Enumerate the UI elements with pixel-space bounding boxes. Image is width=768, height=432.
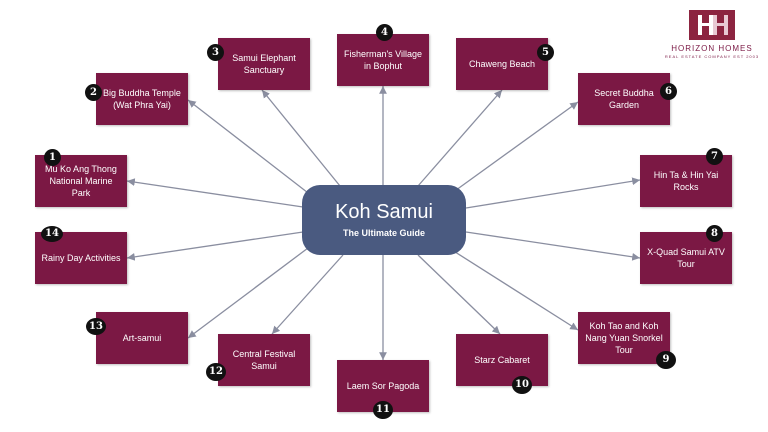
arrow-to-node-1 <box>126 178 304 208</box>
node-4: Fisherman's Village in Bophut <box>337 34 429 86</box>
node-label: Central Festival Samui <box>232 349 296 371</box>
node-label: Secret Buddha Garden <box>594 88 654 110</box>
node-12: Central Festival Samui <box>218 334 310 386</box>
arrow-to-node-10 <box>417 254 501 335</box>
node-6: Secret Buddha Garden <box>578 73 670 125</box>
node-label: Samui Elephant Sanctuary <box>232 53 296 75</box>
node-label: Laem Sor Pagoda <box>346 381 420 391</box>
horizon-homes-logo: HORIZON HOMES REAL ESTATE COMPANY EST 20… <box>664 10 760 70</box>
arrow-to-node-7 <box>465 177 641 209</box>
logo-mark-icon <box>689 10 735 40</box>
arrow-to-node-2 <box>187 99 313 197</box>
node-3: Samui Elephant Sanctuary <box>218 38 310 90</box>
arrow-to-node-8 <box>465 231 641 261</box>
node-10: Starz Cabaret <box>456 334 548 386</box>
node-label: Hin Ta & Hin Yai Rocks <box>653 170 719 192</box>
logo-tagline-text: REAL ESTATE COMPANY <box>664 54 732 59</box>
badge-10: 10 <box>512 376 532 394</box>
arrow-to-node-9 <box>451 249 579 331</box>
arrow-to-node-12 <box>271 254 344 335</box>
badge-4: 4 <box>376 24 393 41</box>
logo-est-text: EST 2003 <box>733 54 760 59</box>
badge-11: 11 <box>373 401 393 419</box>
node-label: Chaweng Beach <box>468 59 536 69</box>
node-label: Art-samui <box>122 333 162 343</box>
node-1: Mu Ko Ang Thong National Marine Park <box>35 155 127 207</box>
node-label: X-Quad Samui ATV Tour <box>647 247 725 269</box>
arrow-to-node-5 <box>417 89 503 187</box>
badge-7: 7 <box>706 148 723 165</box>
center-title: Koh Samui <box>335 201 433 223</box>
node-2: Big Buddha Temple (Wat Phra Yai) <box>96 73 188 125</box>
node-label: Mu Ko Ang Thong National Marine Park <box>45 164 117 198</box>
badge-8: 8 <box>706 225 723 242</box>
badge-13: 13 <box>86 318 106 335</box>
node-label: Starz Cabaret <box>474 355 530 365</box>
node-label: Koh Tao and Koh Nang Yuan Snorkel Tour <box>585 321 663 355</box>
badge-3: 3 <box>207 44 224 61</box>
node-label: Fisherman's Village in Bophut <box>343 49 423 71</box>
logo-tagline: REAL ESTATE COMPANY EST 2003 <box>664 54 760 59</box>
badge-1: 1 <box>44 149 61 166</box>
node-13: Art-samui <box>96 312 188 364</box>
arrow-to-node-14 <box>126 231 304 261</box>
center-node: Koh Samui The Ultimate Guide <box>302 185 466 255</box>
badge-9: 9 <box>656 351 676 369</box>
badge-2: 2 <box>85 84 102 101</box>
badge-12: 12 <box>206 363 226 381</box>
node-label: Rainy Day Activities <box>41 253 121 263</box>
center-subtitle: The Ultimate Guide <box>342 228 425 238</box>
badge-14: 14 <box>41 226 63 242</box>
badge-6: 6 <box>660 83 677 100</box>
arrow-to-node-3 <box>261 89 341 187</box>
logo-name: HORIZON HOMES <box>671 44 753 53</box>
node-5: Chaweng Beach <box>456 38 548 90</box>
arrow-to-node-13 <box>187 244 313 339</box>
node-label: Big Buddha Temple (Wat Phra Yai) <box>103 88 181 110</box>
badge-5: 5 <box>537 44 554 61</box>
node-9: Koh Tao and Koh Nang Yuan Snorkel Tour <box>578 312 670 364</box>
arrow-to-node-6 <box>451 101 579 194</box>
